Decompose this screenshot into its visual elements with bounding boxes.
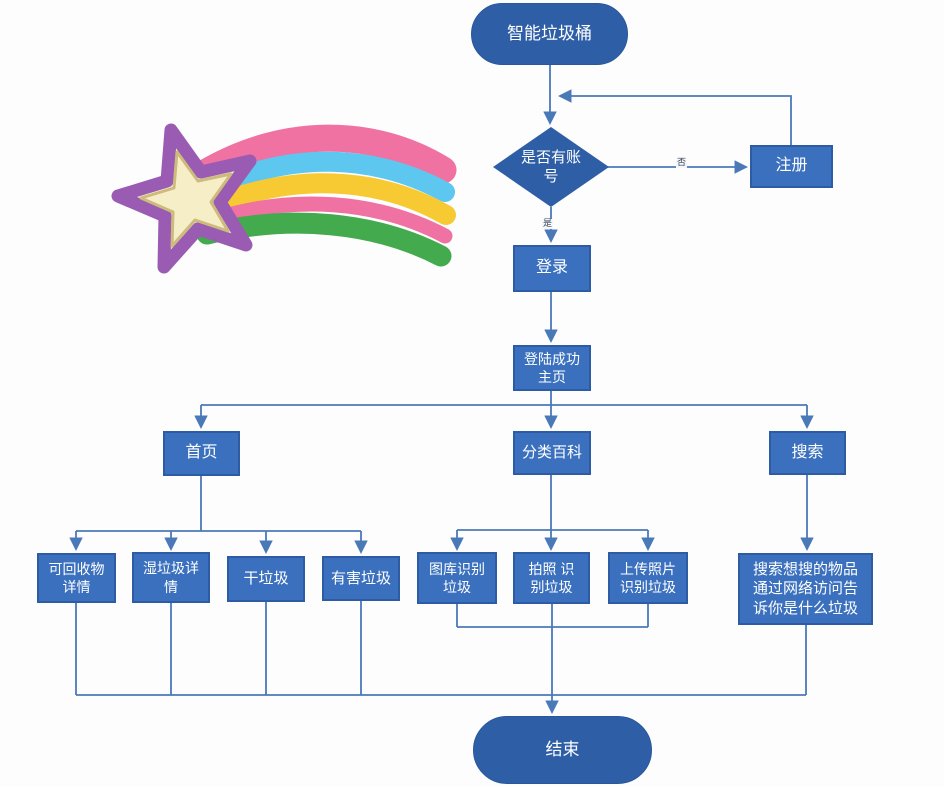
edge-label-no: 否 [676, 157, 688, 168]
start-node: 智能垃圾桶 [471, 3, 628, 65]
wet-garbage-detail-node: 湿垃圾详 情 [132, 552, 210, 603]
shooting-star-illustration [111, 123, 457, 274]
harmful-garbage-node: 有害垃圾 [322, 556, 400, 601]
branch-search-node: 搜索 [769, 431, 846, 475]
decision-node-has-account: 是否有账 号 [493, 127, 609, 207]
dry-garbage-node: 干垃圾 [227, 556, 305, 602]
camera-recognize-node: 拍照 识 别垃圾 [513, 552, 590, 604]
end-node: 结束 [473, 716, 652, 784]
upload-recognize-node: 上传照片 识别垃圾 [608, 552, 688, 604]
login-success-node: 登陆成功 主页 [513, 345, 591, 391]
branch-encyclopedia-node: 分类百科 [513, 431, 591, 475]
recyclable-detail-node: 可回收物 详情 [37, 553, 116, 603]
branch-home-node: 首页 [163, 431, 240, 476]
edge-label-yes: 是 [542, 218, 554, 229]
search-result-node: 搜索想搜的物品 通过网络访问告 诉你是什么垃圾 [738, 553, 873, 625]
gallery-recognize-node: 图库识别 垃圾 [417, 552, 497, 604]
register-node: 注册 [750, 145, 833, 188]
login-node: 登录 [513, 245, 591, 292]
